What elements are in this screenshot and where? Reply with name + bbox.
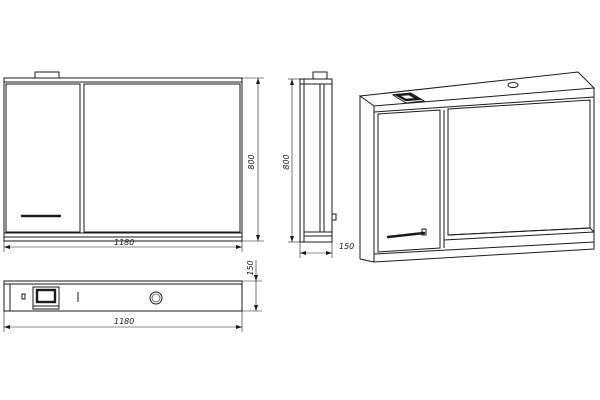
iso-socket-hole: [507, 82, 519, 88]
front-height-dimension: 800: [242, 77, 264, 242]
top-width-dimension: 1180: [3, 311, 243, 332]
front-mirror-panel: [83, 83, 241, 233]
top-view: 150 1180: [3, 260, 262, 332]
top-depth-dimension: 150: [242, 260, 262, 312]
side-depth-dimension: 150: [299, 242, 354, 258]
front-width-dimension: 1180: [3, 238, 243, 252]
side-height-label: 800: [282, 154, 291, 169]
side-height-dimension: 800: [282, 78, 300, 243]
iso-left-door: [377, 109, 441, 253]
top-socket-hole: [149, 291, 163, 305]
side-view: 800 150: [282, 71, 354, 258]
top-cabinet-outline: [3, 280, 243, 312]
side-handle: [331, 213, 337, 221]
front-height-label: 800: [247, 154, 256, 169]
side-light-fixture: [312, 71, 328, 80]
side-cabinet-body: [299, 78, 333, 243]
front-light-fixture: [34, 71, 60, 79]
top-light-fixture: [32, 286, 60, 310]
front-view: 1180 800: [3, 71, 264, 252]
side-depth-label: 150: [339, 242, 354, 251]
iso-top-face: [358, 71, 596, 107]
top-width-label: 1180: [114, 317, 134, 326]
front-width-label: 1180: [114, 238, 134, 247]
front-cabinet-body: [3, 77, 243, 242]
top-depth-label: 150: [246, 260, 255, 275]
isometric-view: [358, 71, 596, 263]
front-left-door: [5, 83, 81, 233]
iso-mirror-panel: [447, 99, 591, 236]
iso-door-handle: [386, 231, 426, 239]
